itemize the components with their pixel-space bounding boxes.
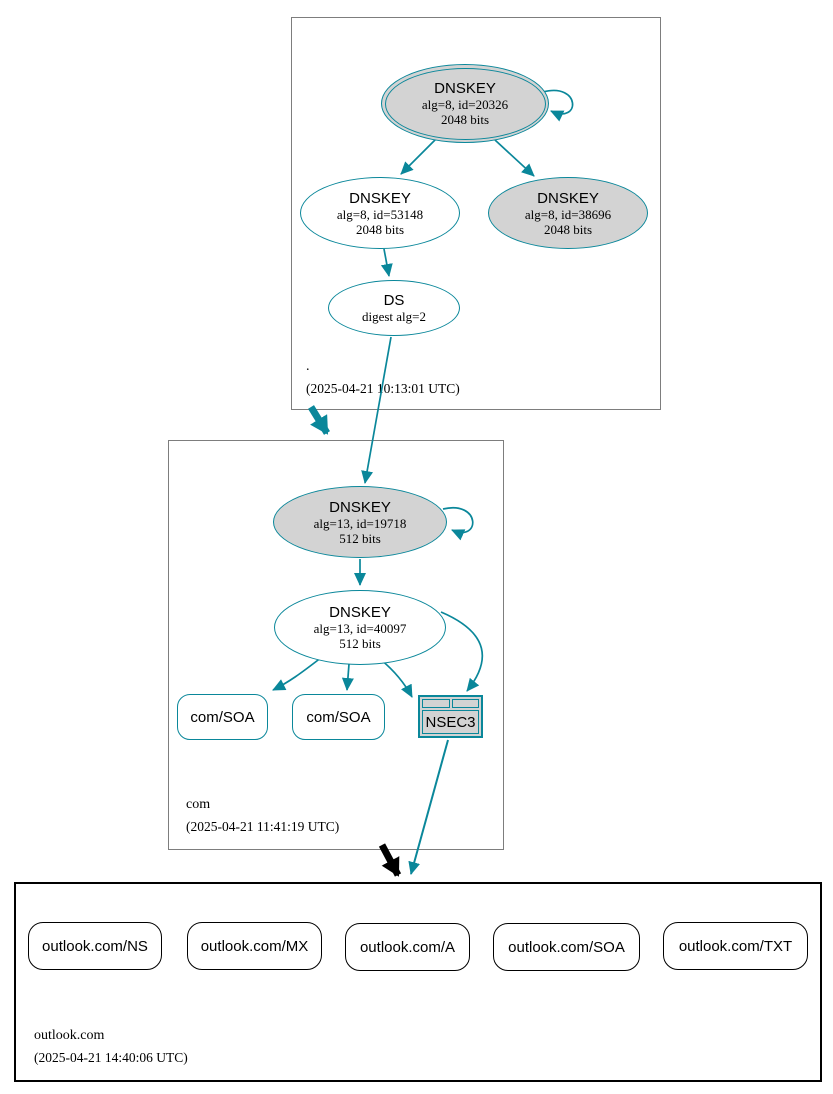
zone-box-com: com (2025-04-21 11:41:19 UTC) [168,440,504,850]
node-label: outlook.com/TXT [678,937,793,955]
node-alg-id: alg=13, id=40097 [313,621,407,636]
node-title: DNSKEY [329,498,391,516]
zone-timestamp-outlook: (2025-04-21 14:40:06 UTC) [34,1050,188,1065]
rrset-node-outlook-mx[interactable]: outlook.com/MX [187,922,322,970]
rrset-node-com-soa-2[interactable]: com/SOA [292,694,385,740]
node-label: com/SOA [306,708,371,726]
node-title: DNSKEY [537,189,599,207]
node-bits: 512 bits [339,636,381,651]
nsec3-record-cells [422,699,479,708]
zone-label-outlook: outlook.com [34,1028,105,1043]
node-label: outlook.com/NS [42,937,148,955]
node-label: outlook.com/MX [200,937,309,955]
ds-node-root[interactable]: DS digest alg=2 [328,280,460,336]
zone-label-com: com [186,797,211,812]
node-alg-id: alg=8, id=38696 [524,206,612,222]
nsec3-node[interactable]: NSEC3 [418,695,483,738]
zone-timestamp-root: (2025-04-21 10:13:01 UTC) [306,381,460,396]
dnskey-node-root-ksk[interactable]: DNSKEY alg=8, id=20326 2048 bits [381,64,549,143]
node-label: outlook.com/SOA [508,938,625,956]
node-title: DS [383,292,405,309]
nsec3-record-cell [422,699,450,708]
dnskey-node-com-ksk[interactable]: DNSKEY alg=13, id=19718 512 bits [273,486,447,558]
zone-timestamp-com: (2025-04-21 11:41:19 UTC) [186,819,340,834]
rrset-node-outlook-txt[interactable]: outlook.com/TXT [663,922,808,970]
rrset-node-outlook-ns[interactable]: outlook.com/NS [28,922,162,970]
node-bits: 2048 bits [543,221,593,237]
node-digest: digest alg=2 [361,309,427,324]
edge-delegation-root-to-com [308,405,330,435]
node-title: DNSKEY [434,80,496,97]
node-alg-id: alg=8, id=53148 [336,206,424,222]
dnskey-node-root-key2[interactable]: DNSKEY alg=8, id=38696 2048 bits [488,177,648,249]
node-alg-id: alg=13, id=19718 [313,515,407,531]
nsec3-record-cell [451,699,479,708]
node-bits: 2048 bits [355,221,405,237]
dnskey-node-root-zsk[interactable]: DNSKEY alg=8, id=53148 2048 bits [300,177,460,249]
node-title: DNSKEY [349,189,411,207]
node-bits: 2048 bits [440,112,490,127]
node-label: outlook.com/A [359,938,456,956]
node-label: NSEC3 [422,710,479,734]
zone-box-outlook: outlook.com (2025-04-21 14:40:06 UTC) [14,882,822,1082]
rrset-node-outlook-a[interactable]: outlook.com/A [345,923,470,971]
node-title: DNSKEY [329,604,391,621]
rrset-node-com-soa-1[interactable]: com/SOA [177,694,268,740]
node-label: com/SOA [190,708,255,726]
rrset-node-outlook-soa[interactable]: outlook.com/SOA [493,923,640,971]
node-bits: 512 bits [339,530,381,546]
node-alg-id: alg=8, id=20326 [421,97,509,112]
dnskey-node-com-zsk[interactable]: DNSKEY alg=13, id=40097 512 bits [274,590,446,665]
zone-label-root: . [306,359,310,374]
